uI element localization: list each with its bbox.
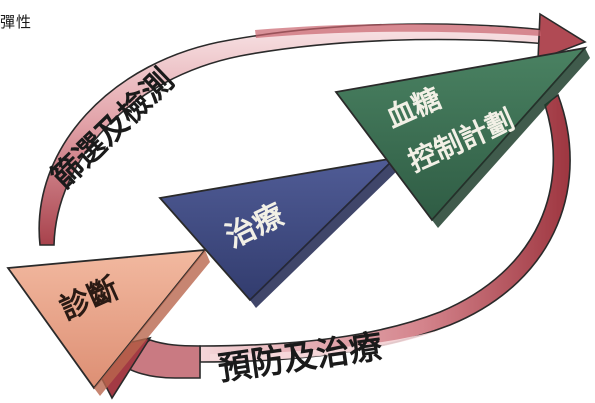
header-fragment: 彈性 <box>0 13 33 31</box>
step-glucose-plan <box>334 46 590 228</box>
step-diagnosis <box>6 248 210 396</box>
bottom-arc-label: 預防及治療 <box>216 326 386 388</box>
top-arc-ribbon <box>38 12 587 246</box>
step-treatment <box>158 156 400 308</box>
top-arc-label: 篩選及檢測 <box>45 62 182 196</box>
